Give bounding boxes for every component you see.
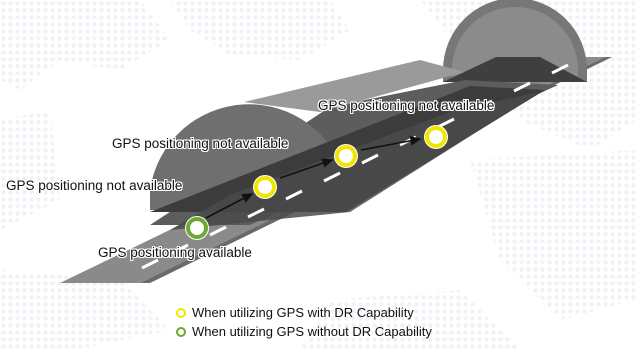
yellow-dot-icon [176,308,186,318]
label-gps-unavailable-middle: GPS positioning not available [112,136,289,151]
position-marker-yellow-1 [253,175,277,199]
label-gps-unavailable-top: GPS positioning not available [318,98,495,113]
position-marker-yellow-2 [334,144,358,168]
label-gps-unavailable-left: GPS positioning not available [6,178,183,193]
position-marker-yellow-3 [424,125,448,149]
legend-label-with-dr: When utilizing GPS with DR Capability [192,305,414,320]
legend-item-with-dr: When utilizing GPS with DR Capability [176,305,414,321]
tunnel-top [244,60,465,112]
green-dot-icon [176,327,186,337]
far-tunnel-floor [443,57,587,82]
far-tunnel-shade [452,7,578,78]
legend-label-without-dr: When utilizing GPS without DR Capability [192,324,432,339]
label-gps-available: GPS positioning available [98,245,252,260]
legend-item-without-dr: When utilizing GPS without DR Capability [176,324,432,340]
trajectory-arrows [205,136,422,219]
position-marker-green [185,216,209,240]
